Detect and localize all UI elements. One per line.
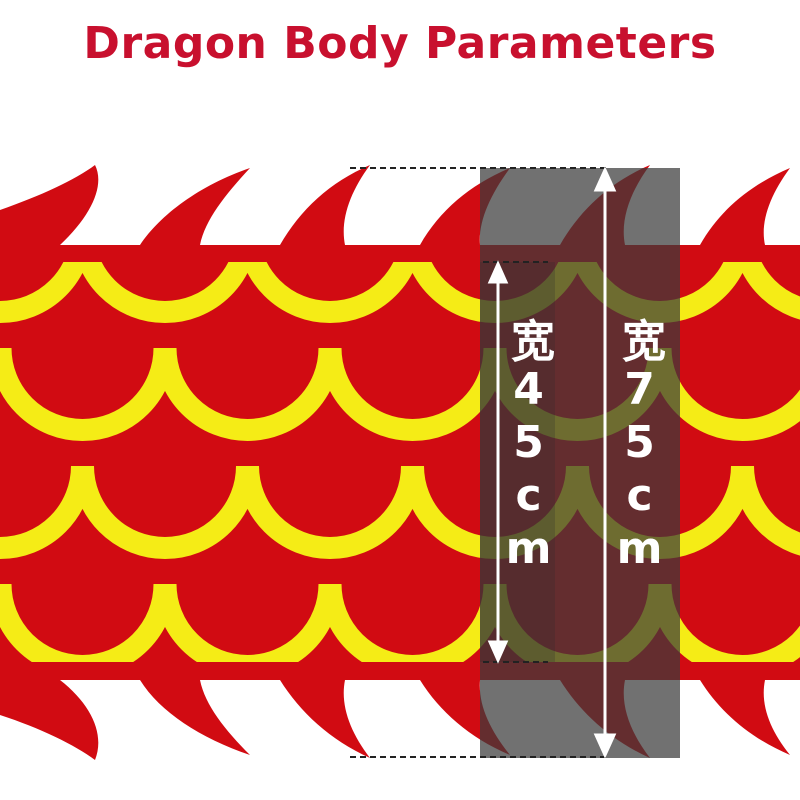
scale-arc: [0, 583, 176, 662]
outer-width-label: 宽75cm: [614, 318, 665, 576]
scale-arc: [72, 465, 258, 559]
scale-arc: [154, 347, 341, 441]
inner-width-arrow: [487, 260, 509, 664]
outer-width-overlay: [480, 168, 680, 758]
scale-arc: [732, 465, 800, 556]
page-title: Dragon Body Parameters: [83, 18, 717, 69]
scale-arc: [737, 262, 800, 320]
scale-arc: [154, 583, 341, 662]
scale-arc: [242, 262, 418, 323]
inner-width-overlay: [480, 262, 555, 662]
outer-width-arrow: [593, 166, 617, 759]
inner-width-label: 宽45cm: [503, 318, 554, 576]
dashed-guides: [350, 167, 608, 758]
scale-arc: [237, 465, 423, 559]
scale-arc: [0, 465, 93, 559]
scale-arc: [77, 262, 253, 323]
scale-arc: [0, 347, 176, 441]
scale-arc: [0, 262, 88, 323]
